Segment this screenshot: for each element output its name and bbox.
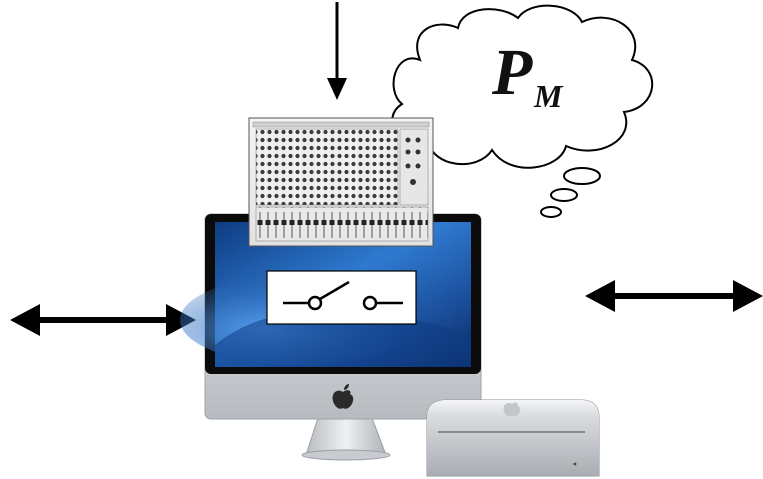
mixer-console <box>248 117 434 247</box>
thought-symbol: P <box>492 36 533 109</box>
thought-subscript: M <box>534 78 563 114</box>
input-arrow <box>327 2 347 100</box>
apple-logo-icon <box>332 384 354 409</box>
thought-cloud <box>391 4 654 218</box>
thought-label: P M <box>478 36 588 116</box>
apple-logo-icon <box>503 402 521 417</box>
switch-panel <box>266 270 417 325</box>
open-switch-icon <box>283 280 403 311</box>
right-double-arrow <box>585 280 763 312</box>
mac-mini-computer <box>426 399 600 477</box>
left-double-arrow <box>10 304 196 336</box>
